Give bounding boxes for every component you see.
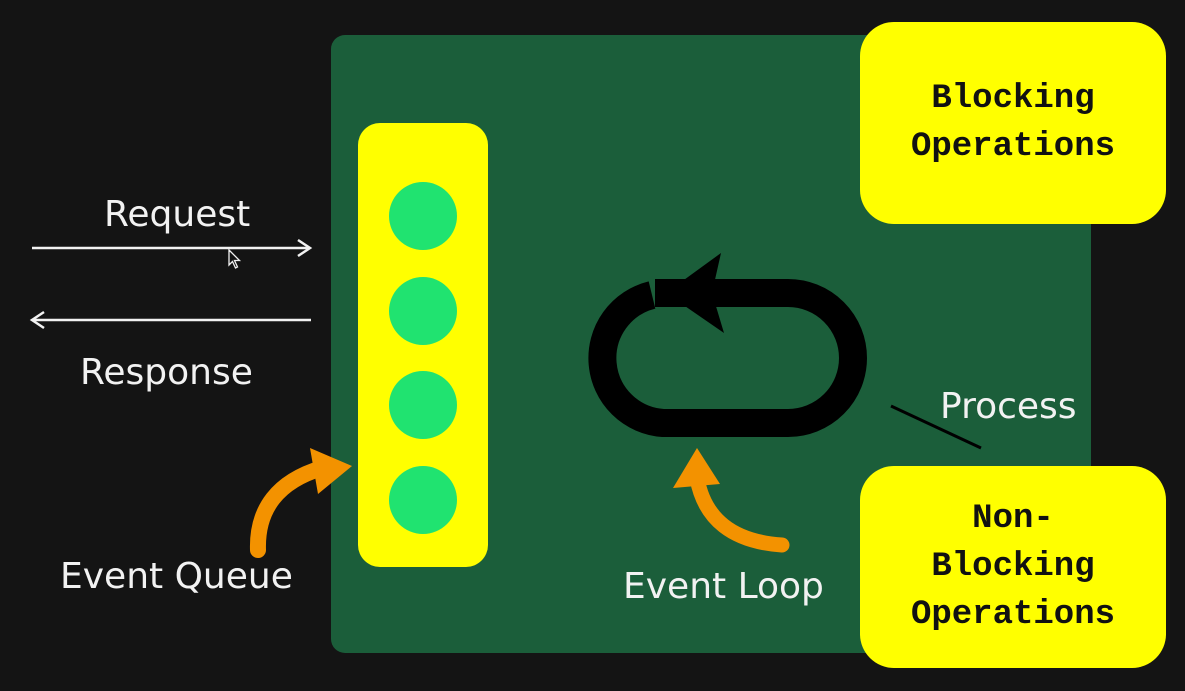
process-pointer-line xyxy=(890,404,982,450)
circular-arrow-icon xyxy=(588,253,867,437)
queue-item xyxy=(389,466,457,534)
curved-arrow-icon xyxy=(673,448,790,553)
blocking-operations-box: Blocking Operations xyxy=(860,22,1166,224)
queue-item xyxy=(389,277,457,345)
process-label: Process xyxy=(940,386,1077,427)
event-loop-label: Event Loop xyxy=(623,566,824,607)
curved-arrow-icon xyxy=(249,448,352,558)
response-label: Response xyxy=(80,352,253,393)
request-arrow xyxy=(32,238,313,258)
event-queue-label: Event Queue xyxy=(60,556,293,597)
queue-item xyxy=(389,182,457,250)
response-arrow xyxy=(29,310,311,330)
non-blocking-operations-box: Non- Blocking Operations xyxy=(860,466,1166,668)
non-blocking-operations-label: Non- Blocking Operations xyxy=(910,500,1116,634)
queue-item xyxy=(389,371,457,439)
request-label: Request xyxy=(104,194,251,235)
mouse-cursor-icon xyxy=(228,248,242,269)
blocking-operations-label: Blocking Operations xyxy=(910,80,1116,166)
